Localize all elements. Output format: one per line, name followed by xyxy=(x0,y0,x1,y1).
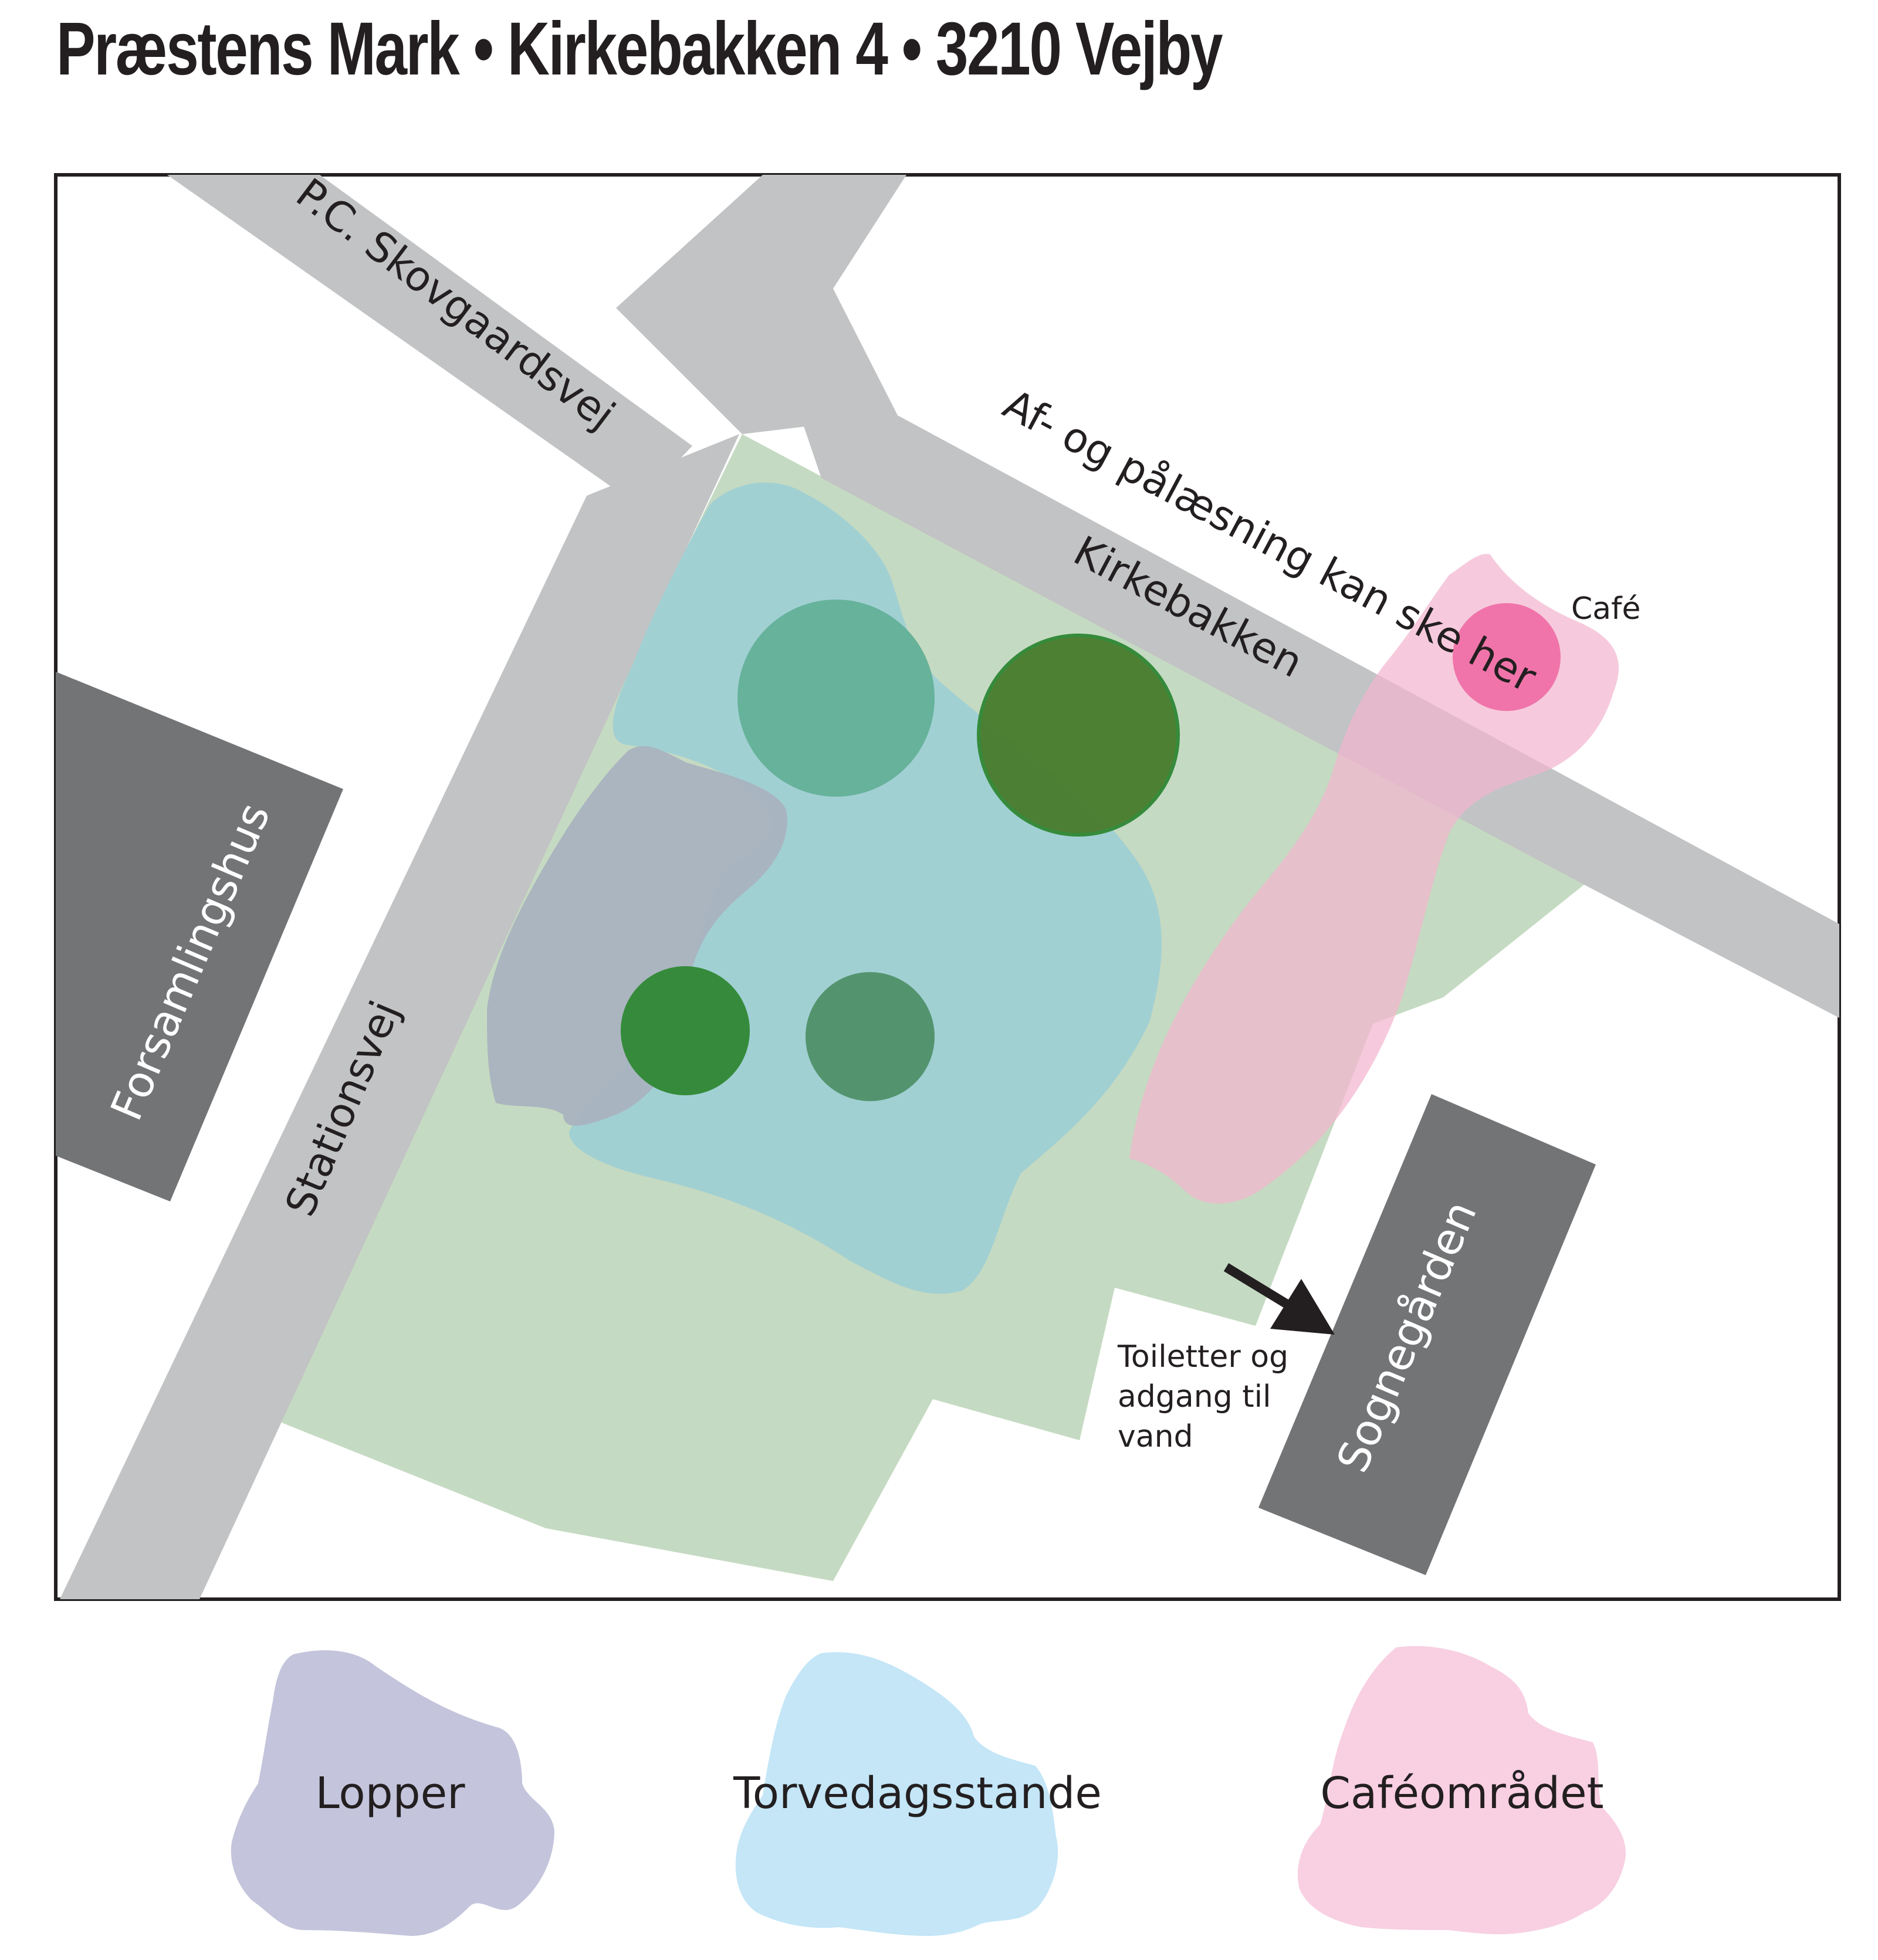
legend: Lopper Torvedagsstande Caféområdet xyxy=(231,1646,1626,1936)
legend-label-torvedagsstande: Torvedagsstande xyxy=(733,1768,1102,1819)
road-kirkebakken xyxy=(763,305,1839,1018)
building-sognegaarden xyxy=(1258,1094,1596,1575)
arrow-line xyxy=(1223,1263,1297,1312)
toilets-note-line-2: adgang til xyxy=(1118,1379,1271,1414)
legend-item-lopper: Lopper xyxy=(231,1650,554,1936)
legend-swatch-cafeomraadet xyxy=(1297,1646,1626,1935)
cafe-label: Café xyxy=(1571,591,1640,627)
map-area: P.C. Skovgaardsvej Stationsvej Kirkebakk… xyxy=(54,169,1841,1601)
legend-swatch-lopper xyxy=(231,1650,554,1936)
road-stationsvej xyxy=(60,434,739,1599)
legend-label-cafeomraadet: Caféområdet xyxy=(1320,1768,1603,1819)
road-pc-skovgaardsvej xyxy=(167,175,692,505)
building-forsamlingshus xyxy=(56,672,343,1201)
arrow-head xyxy=(1270,1279,1335,1335)
legend-label-lopper: Lopper xyxy=(315,1768,465,1819)
flea-market-area xyxy=(487,746,787,1126)
legend-swatch-torvedagsstande xyxy=(735,1652,1058,1936)
toilets-note-line-3: vand xyxy=(1118,1419,1193,1454)
tree-dark xyxy=(977,634,1180,837)
tree-green xyxy=(621,966,750,1095)
legend-item-cafeomraadet: Caféområdet xyxy=(1297,1646,1626,1935)
legend-item-torvedagsstande: Torvedagsstande xyxy=(733,1652,1102,1936)
page-title: Præstens Mark • Kirkebakken 4 • 3210 Vej… xyxy=(56,7,1223,91)
tree-mid xyxy=(806,972,935,1101)
toilets-note-line-1: Toiletter og xyxy=(1117,1339,1288,1375)
tree-teal xyxy=(737,600,935,797)
cafe-area xyxy=(1129,554,1619,1204)
cafe-dot xyxy=(1453,603,1561,711)
market-stalls-area xyxy=(569,482,1162,1294)
